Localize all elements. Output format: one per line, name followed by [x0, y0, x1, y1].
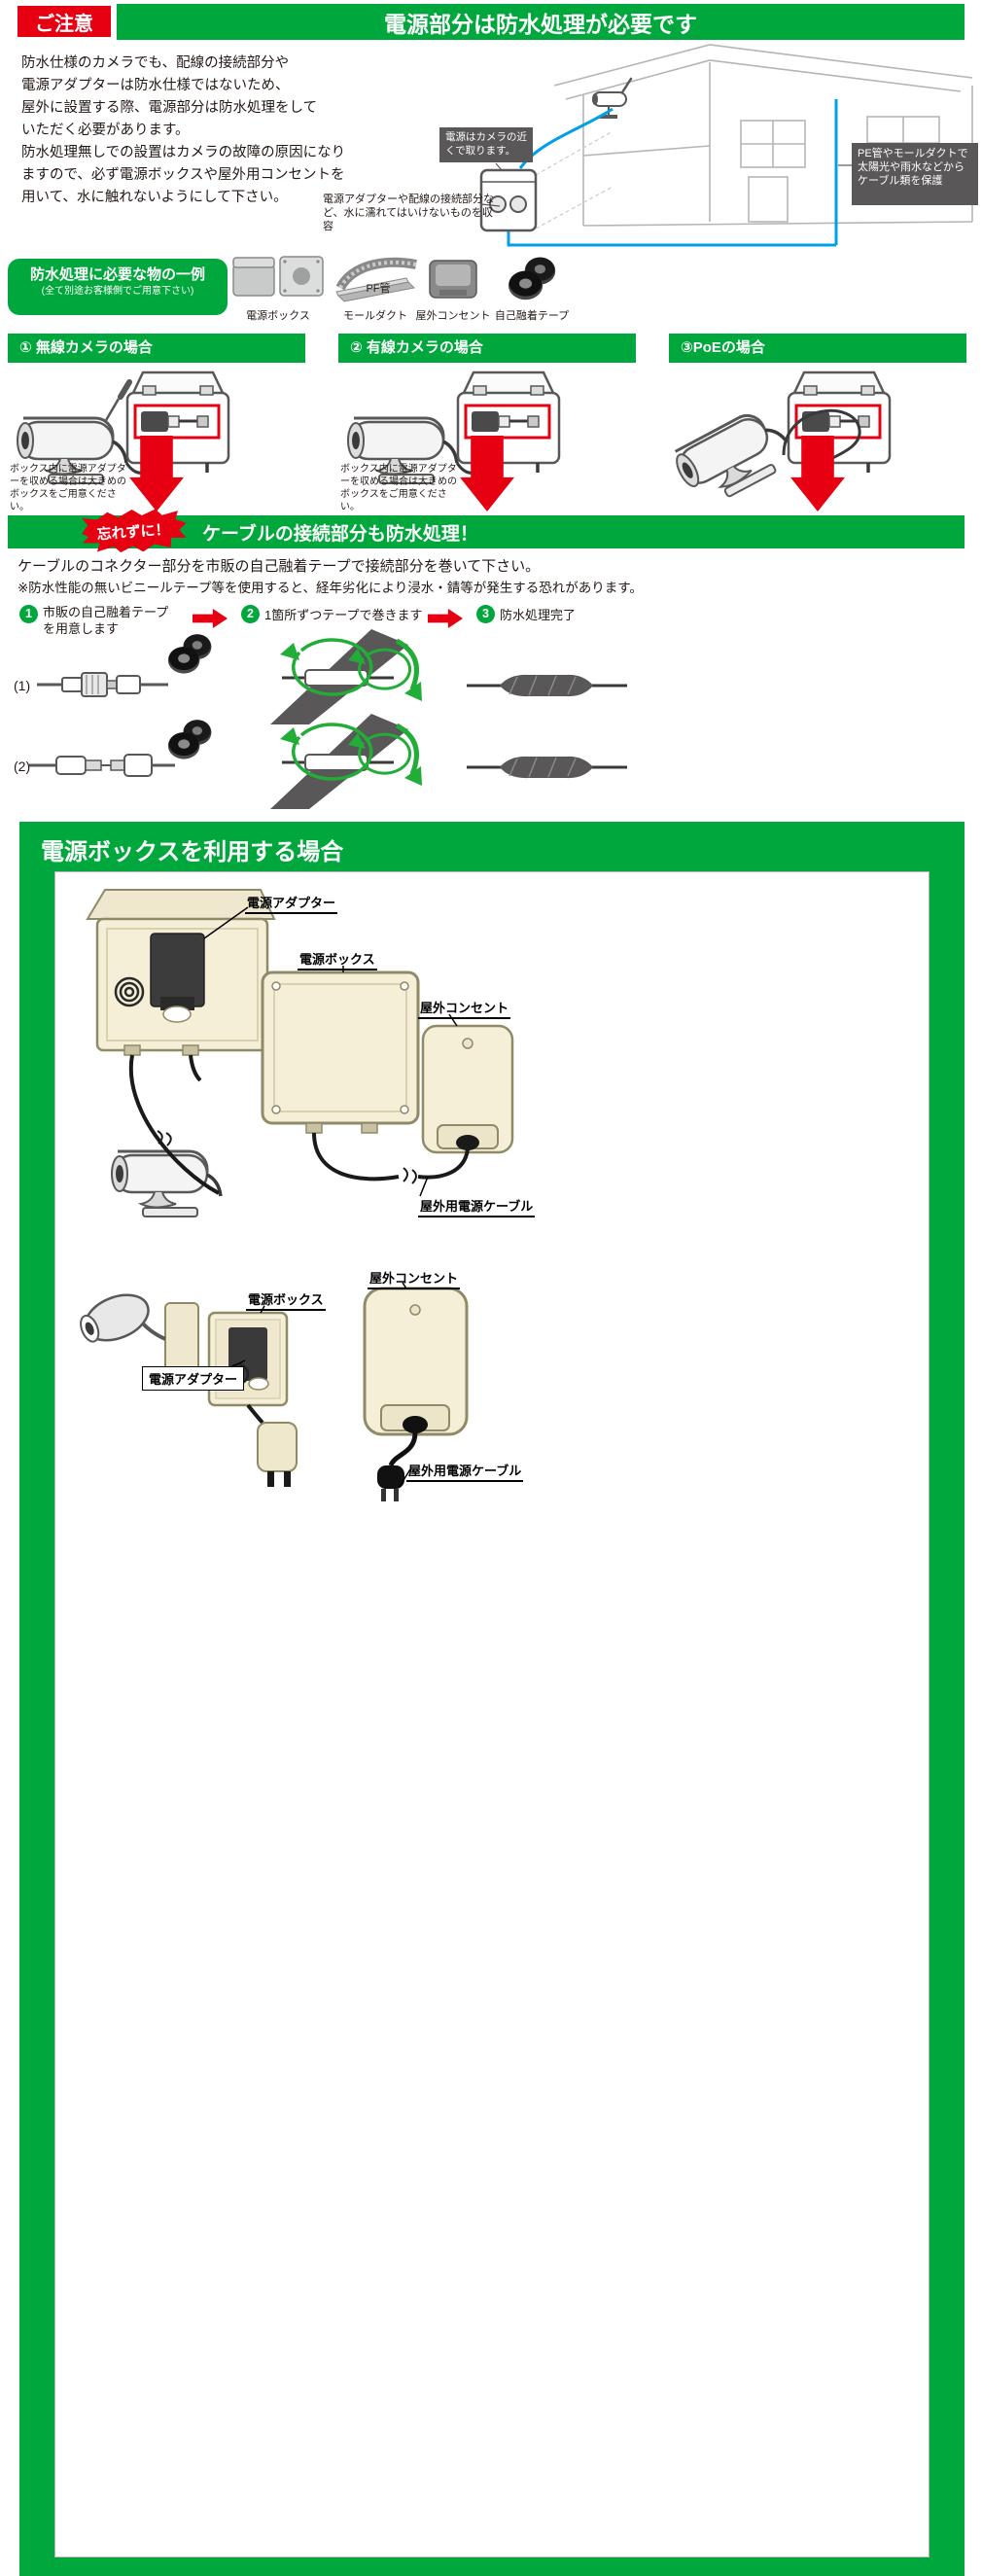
callout-power-near-camera: 電源はカメラの近くで取ります。: [439, 127, 533, 162]
item-label-outlet: 屋外コンセント: [415, 310, 491, 322]
house-powerbox-icon: [479, 168, 538, 232]
callout-adapter-housing: 電源アダプターや配線の接続部分など、水に濡れてはいけないものを収容: [323, 194, 494, 232]
case-header-wireless: ① 無線カメラの場合: [8, 334, 305, 363]
intro-text: 防水仕様のカメラでも、配線の接続部分や 電源アダプターは防水仕様ではないため、 …: [21, 53, 478, 209]
row-1-label: (1): [14, 678, 31, 693]
scenario1-illustration: [86, 889, 514, 1218]
label-s1-outdoor-cable: 屋外用電源ケーブル: [418, 1196, 536, 1217]
callout-pe-duct: PE管やモールダクトで太陽光や雨水などからケーブル類を保護: [852, 143, 978, 205]
notice-badge: ご注意: [18, 6, 111, 37]
row-2-label: (2): [14, 759, 31, 774]
house-camera-icon: [592, 77, 633, 119]
step-2-number: 2: [241, 605, 260, 623]
scenario2-box-plug: [246, 1403, 298, 1487]
items-title-box: 防水処理に必要な物の一例 (全て別途お客様側でご用意下さい): [8, 259, 228, 315]
step-1-line1: 市販の自己融着テープ: [43, 605, 169, 619]
intro-line: 防水仕様のカメラでも、配線の接続部分や: [21, 55, 290, 71]
intro-line: 電源アダプターは防水仕様ではないため、: [21, 78, 290, 93]
intro-line: いただく必要があります。: [21, 123, 190, 138]
scenario2-outdoor-cable: [377, 1431, 418, 1501]
items-title: 防水処理に必要な物の一例: [29, 266, 205, 283]
pf-pipe-icon: [335, 257, 417, 291]
powerbox-section-title: 電源ボックスを利用する場合: [41, 839, 344, 865]
label-s1-powerbox: 電源ボックス: [298, 949, 377, 970]
item-label-pf-pipe: PF管: [366, 283, 391, 295]
wrapping-row1: [233, 627, 438, 724]
label-s1-outlet: 屋外コンセント: [418, 998, 511, 1019]
molding-duct-icon: [335, 277, 416, 302]
case-note-wireless: ボックス内に電源アダプターを収める場合は大きめのボックスをご用意ください。: [10, 464, 126, 512]
intro-line: 防水処理無しでの設置はカメラの故障の原因になり: [21, 145, 346, 160]
cable-section-title: ケーブルの接続部分も防水処理！: [202, 523, 478, 545]
step-3-number: 3: [476, 605, 495, 623]
tape-rolls-row1: [167, 634, 212, 674]
scenario2-camera: [80, 1293, 199, 1387]
item-label-duct: モールダクト: [343, 310, 407, 322]
step-1-line2: を用意します: [43, 621, 120, 636]
case-note-wired: ボックス内に電源アダプターを収める場合は大きめのボックスをご用意ください。: [340, 464, 457, 512]
label-s1-adapter: 電源アダプター: [245, 893, 338, 914]
cable-desc-1: ケーブルのコネクター部分を市販の自己融着テープで接続部分を巻いて下さい。: [18, 558, 541, 575]
step-2-text: 1箇所ずつテープで巻きます: [264, 608, 423, 622]
step-1-number: 1: [19, 605, 38, 623]
items-icons: [232, 256, 556, 302]
outdoor-outlet-icon: [429, 260, 477, 299]
notice-label: ご注意: [35, 13, 93, 35]
label-s2-powerbox: 電源ボックス: [246, 1289, 326, 1311]
item-label-powerbox: 電源ボックス: [246, 310, 310, 322]
page-title: 電源部分は防水処理が必要です: [384, 11, 697, 37]
intro-line: 屋外に設置する際、電源部分は防水処理をして: [21, 100, 318, 116]
scenario2-outlet: [363, 1287, 469, 1436]
label-s2-adapter: 電源アダプター: [142, 1366, 245, 1391]
label-s2-outlet: 屋外コンセント: [368, 1268, 461, 1289]
case-header-poe: ③PoEの場合: [669, 334, 966, 363]
intro-line: 用いて、水に触れないようにして下さい。: [21, 190, 288, 205]
powerbox-icon: [232, 256, 324, 297]
connector-row1: [37, 672, 168, 697]
wrapping-row2: [233, 712, 438, 809]
step-1-text: 市販の自己融着テープ を用意します: [43, 604, 198, 637]
finished-row2: [467, 755, 627, 780]
scenario2-illustration: [80, 1282, 469, 1501]
scenario1-outlet: [421, 1024, 514, 1154]
case-header-wired: ② 有線カメラの場合: [338, 334, 636, 363]
scenario1-power-box: [261, 970, 420, 1134]
cable-desc-2: ※防水性能の無いビニールテープ等を使用すると、経年劣化により浸水・錆等が発生する…: [18, 581, 643, 595]
intro-line: ますので、必ず電源ボックスや屋外用コンセントを: [21, 167, 345, 183]
items-subtitle: (全て別途お客様側でご用意下さい): [41, 286, 194, 297]
dont-forget-label: 忘れずに！: [96, 520, 171, 544]
finished-row1: [467, 673, 627, 698]
step-3-text: 防水処理完了: [500, 608, 577, 622]
scenario1-adapter-box: [86, 889, 276, 1056]
tape-icon: [508, 257, 556, 300]
label-s2-outdoor-cable: 屋外用電源ケーブル: [406, 1461, 524, 1482]
page-title-banner: 電源部分は防水処理が必要です: [117, 4, 964, 40]
scenario2-power-box: [207, 1311, 289, 1407]
connector-row2: [29, 754, 175, 777]
item-label-tape: 自己融着テープ: [494, 310, 570, 322]
